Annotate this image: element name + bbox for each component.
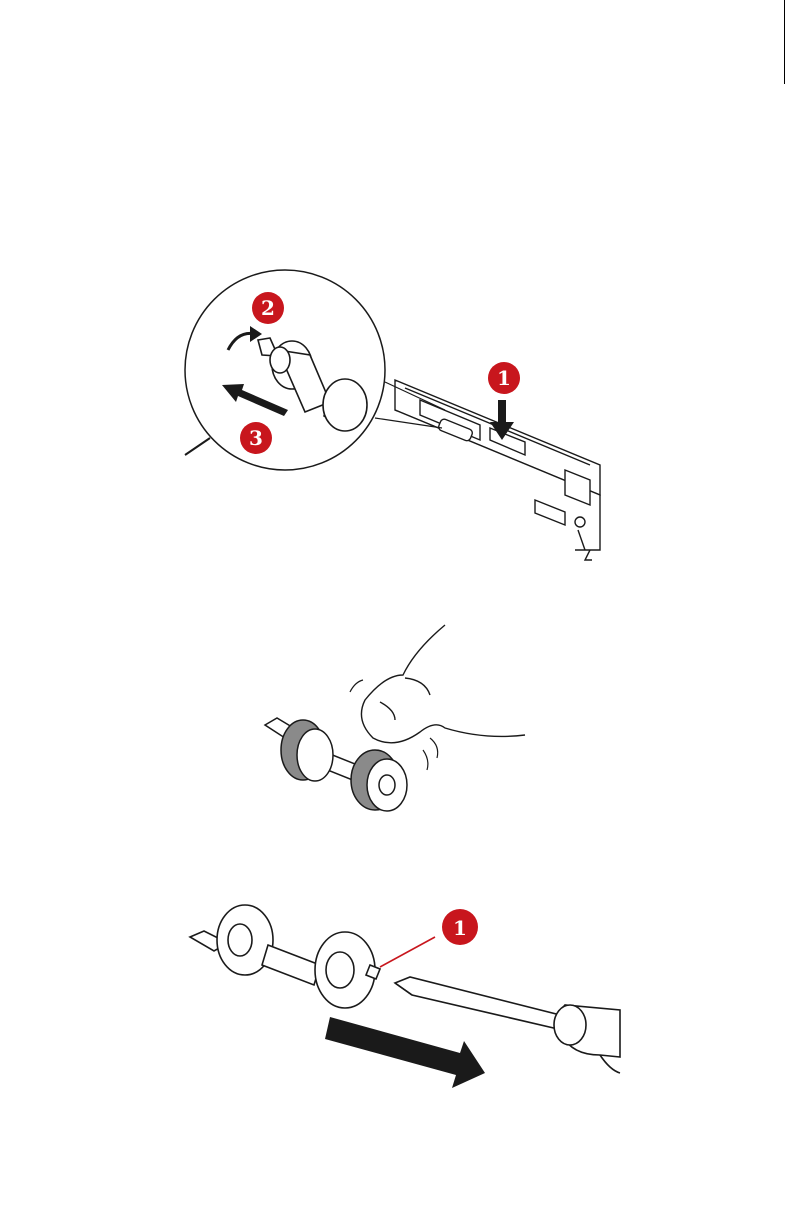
callout-badge-1: 1 [488,362,520,394]
printer-unit-drawing [395,380,600,560]
callout-badge-1: 1 [442,909,478,945]
hand-drawing [361,625,525,743]
callout-number-2: 2 [261,296,275,320]
figure-clean-roller [255,620,535,840]
figure-clean-roller-drawing [255,620,535,840]
figure-remove-roller: 1 2 3 [180,260,620,560]
callout-number-3: 3 [249,426,263,450]
figure-install-roller: 1 [180,895,620,1100]
arrow-right-icon [325,1017,485,1088]
callout-badge-2: 2 [252,292,284,324]
roller-install-drawing [190,905,380,1008]
callout-number-1: 1 [497,366,511,390]
figure-remove-roller-drawing: 1 2 3 [180,260,620,560]
callout-badge-3: 3 [240,422,272,454]
figure-install-roller-drawing: 1 [180,895,620,1100]
page-edge-rule [784,0,785,84]
callout-number-1: 1 [453,916,467,940]
